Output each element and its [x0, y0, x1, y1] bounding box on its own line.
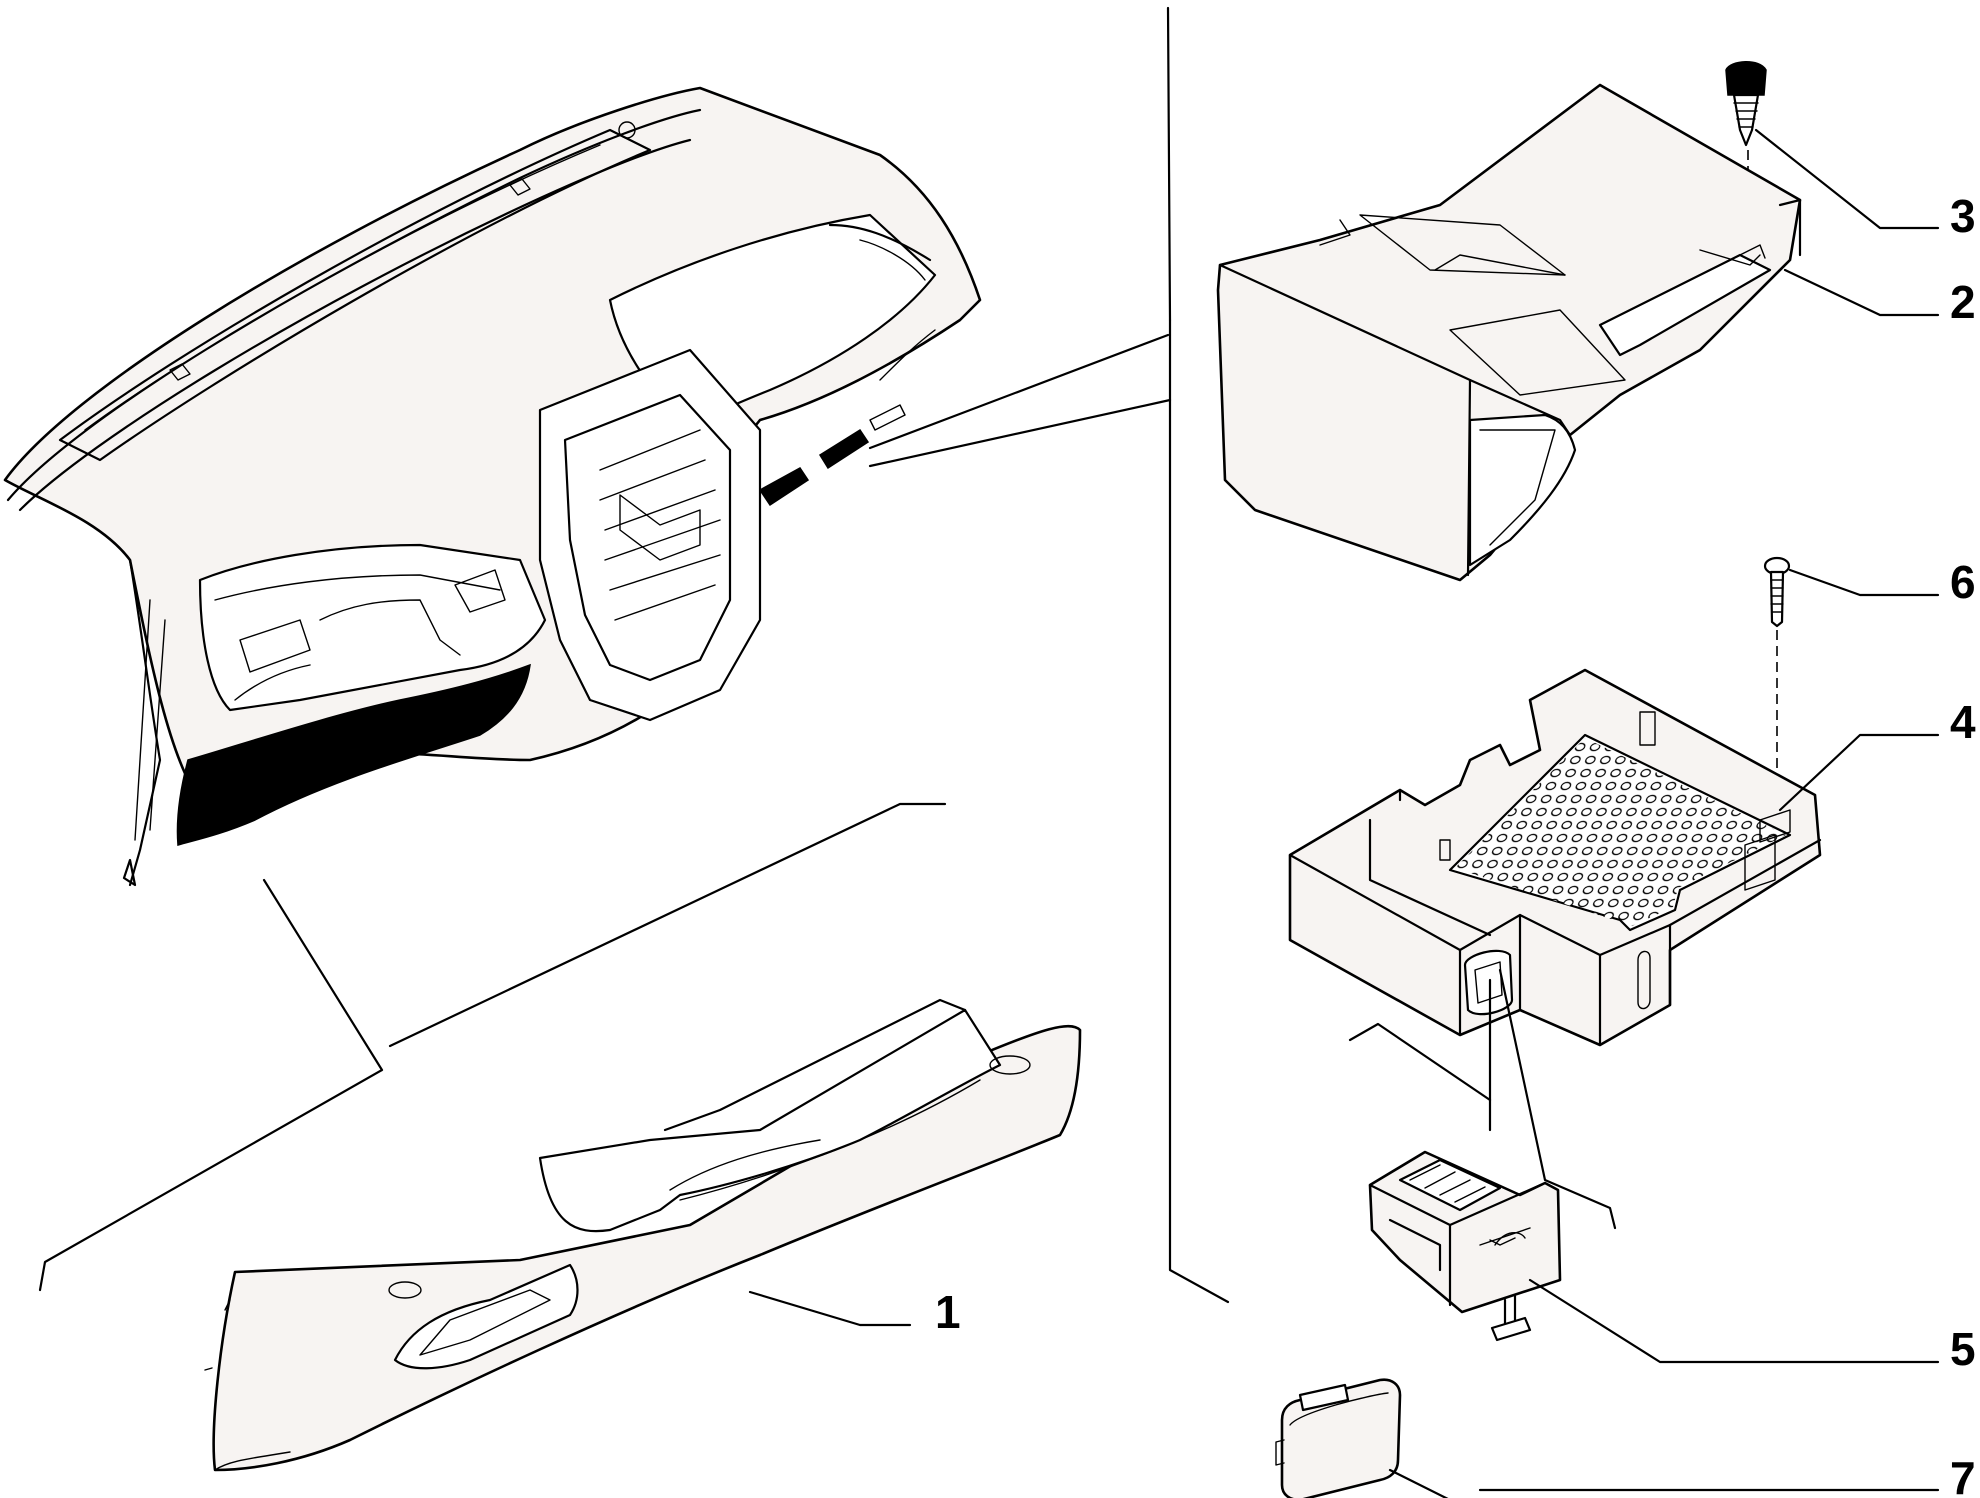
part-4-to-5-leader-lines	[1348, 968, 1617, 1230]
callout-4-label: 4	[1950, 696, 1976, 748]
callout-7-leader	[1388, 1468, 1449, 1498]
callout-5-leader	[1528, 1278, 1940, 1364]
callout-6-label: 6	[1950, 556, 1976, 608]
callout-3-label: 3	[1950, 190, 1976, 242]
ventilated-box-icon	[1288, 668, 1822, 1047]
cap-icon	[1275, 1378, 1402, 1498]
callout-1-label: 1	[935, 1286, 961, 1338]
callout-1-leader	[748, 1290, 912, 1327]
storage-tray-icon	[1216, 83, 1802, 582]
screw-icon	[1763, 556, 1791, 628]
callout-2-label: 2	[1950, 276, 1976, 328]
callout-2-leader	[1783, 268, 1940, 317]
callout-6-leader	[1788, 568, 1940, 597]
screw-icon	[1725, 61, 1767, 147]
dashboard-leader-lines	[38, 6, 1230, 1304]
glove-box-lid-icon	[204, 998, 1082, 1472]
callout-4-leader	[1778, 733, 1940, 812]
callout-3-leader	[1754, 128, 1940, 230]
socket-icon	[1368, 1150, 1562, 1342]
dashboard-icon	[3, 86, 982, 887]
callout-5-label: 5	[1950, 1323, 1976, 1375]
callout-7-label: 7	[1950, 1452, 1976, 1498]
